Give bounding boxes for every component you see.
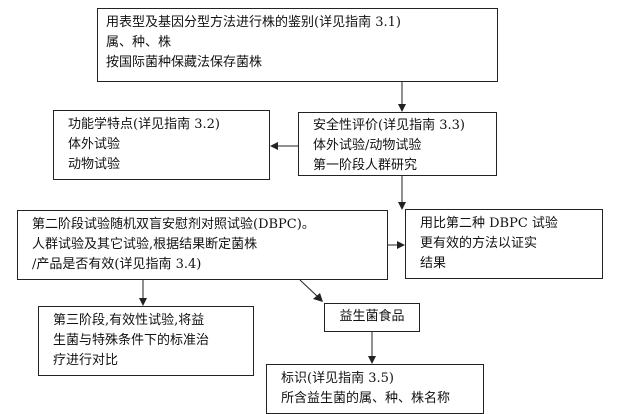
phase3-box: 第三阶段,有效性试验,将益 生菌与特殊条件下的标准治 疗进行对比 xyxy=(38,306,254,376)
arrowhead xyxy=(139,298,147,306)
safety-box: 安全性评价(详见指南 3.3) 体外试验/动物试验 第一阶段人群研究 xyxy=(298,112,497,176)
safety-line-3: 第一阶段人群研究 xyxy=(313,158,418,173)
label-line-2: 所含益生菌的属、种、株名称 xyxy=(281,391,451,406)
compare-box: 用比第二种 DBPC 试验 更有效的方法以证实 结果 xyxy=(405,209,603,279)
phase3-line-1: 第三阶段,有效性试验,将益 xyxy=(53,313,205,328)
phase3-line-2: 生菌与特殊条件下的标准治 xyxy=(53,333,210,348)
compare-line-2: 更有效的方法以证实 xyxy=(420,236,538,251)
phase3-line-3: 疗进行对比 xyxy=(53,353,119,368)
phase2-line-3: /产品是否有效(详见指南 3.4) xyxy=(32,257,202,272)
arrowhead xyxy=(313,293,323,302)
safety-line-1: 安全性评价(详见指南 3.3) xyxy=(313,118,465,133)
arrowhead xyxy=(270,142,278,150)
functional-line-2: 体外试验 xyxy=(68,137,121,152)
compare-line-3: 结果 xyxy=(420,256,447,271)
arrowhead xyxy=(397,241,405,249)
connectors xyxy=(139,82,406,364)
probiotic-food-box: 益生菌食品 xyxy=(324,303,420,332)
phase2-line-2: 人群试验及其它试验,根据结果断定菌株 xyxy=(32,237,258,252)
identification-line-1: 用表型及基因分型方法进行株的鉴别(详见指南 3.1) xyxy=(106,15,401,30)
functional-box: 功能学特点(详见指南 3.2) 体外试验 动物试验 xyxy=(53,110,270,180)
arrow-phase2-to-food xyxy=(299,279,319,298)
compare-line-1: 用比第二种 DBPC 试验 xyxy=(420,216,558,231)
phase2-line-1: 第二阶段试验随机双盲安慰剂对照试验(DBPC)。 xyxy=(32,217,315,232)
arrowhead xyxy=(398,202,406,210)
arrowhead xyxy=(368,356,376,364)
probiotic-food-label: 益生菌食品 xyxy=(339,309,405,324)
identification-box: 用表型及基因分型方法进行株的鉴别(详见指南 3.1) 属、种、株 按国际菌种保藏… xyxy=(97,8,498,82)
functional-line-3: 动物试验 xyxy=(68,157,121,172)
safety-line-2: 体外试验/动物试验 xyxy=(313,138,422,153)
identification-line-3: 按国际菌种保藏法保存菌株 xyxy=(106,55,263,70)
phase2-box: 第二阶段试验随机双盲安慰剂对照试验(DBPC)。 人群试验及其它试验,根据结果断… xyxy=(17,210,388,280)
functional-line-1: 功能学特点(详见指南 3.2) xyxy=(68,117,220,132)
arrowhead xyxy=(398,104,406,112)
label-line-1: 标识(详见指南 3.5) xyxy=(281,371,394,386)
identification-line-2: 属、种、株 xyxy=(106,35,172,50)
label-box: 标识(详见指南 3.5) 所含益生菌的属、种、株名称 xyxy=(266,364,484,414)
